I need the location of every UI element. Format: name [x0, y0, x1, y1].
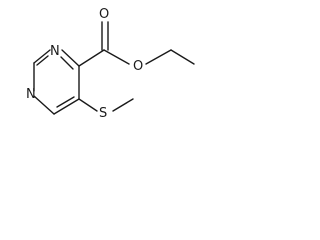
bond-ethyl [170, 49, 195, 65]
atom-label-n-top: N [50, 44, 60, 59]
bond-c6-n1 [61, 49, 80, 67]
bond-ring-carbonyl-carbon [78, 49, 105, 67]
bond-c6-n1-double [60, 56, 74, 70]
structure-canvas: N N O O S [0, 0, 220, 138]
bond-c4-c5-double [56, 96, 75, 108]
atom-label-n-bottom: N [26, 87, 36, 102]
bond-carbonyl-to-ester-oxygen [103, 49, 130, 65]
atom-label-o-carbonyl: O [99, 7, 109, 22]
bond-c4-c5 [53, 98, 80, 115]
bond-ester-oxygen-to-ethyl [145, 49, 172, 65]
bond-n1-c2 [33, 49, 51, 64]
bond-n3-c4 [33, 95, 55, 115]
pyrimidine-ring [33, 49, 80, 115]
bond-ring-to-sulfur [78, 98, 98, 112]
methylthio-group [78, 98, 134, 112]
atom-label-sulfur: S [99, 106, 107, 121]
ester-group [78, 21, 195, 67]
molecule-drawing: N N O O S [26, 7, 195, 121]
bond-sulfur-to-methyl [112, 98, 134, 112]
bond-n1-c2-double [36, 55, 49, 66]
atom-label-o-ester: O [133, 59, 143, 74]
